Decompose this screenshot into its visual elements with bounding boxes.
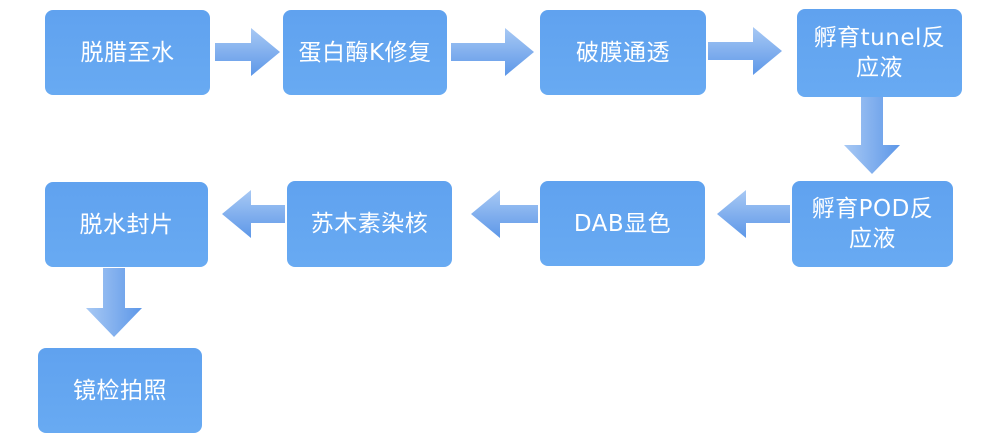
flow-step-label: 脱腊至水 (80, 39, 175, 66)
flow-step-proteinase-k: 蛋白酶K修复 (283, 10, 447, 95)
flow-step-label: 孵育POD反 应液 (811, 196, 934, 252)
arrow-left-icon (717, 190, 790, 238)
flow-step-label: 镜检拍照 (73, 377, 167, 404)
arrow-right-icon (215, 28, 280, 76)
flow-step-label: 孵育tunel反 应液 (813, 25, 946, 81)
flow-step-membrane-permeabilization: 破膜通透 (540, 10, 706, 95)
flow-step-label: 蛋白酶K修复 (298, 39, 432, 66)
arrow-right-icon (451, 28, 534, 76)
flow-step-label: 苏木素染核 (310, 211, 429, 237)
flow-step-dehydrate-mount: 脱水封片 (45, 182, 208, 267)
flow-step-microscopy-photo: 镜检拍照 (38, 348, 202, 433)
arrow-left-icon (222, 190, 285, 238)
flow-step-dab-color: DAB显色 (540, 181, 705, 266)
arrow-down-icon (844, 97, 900, 174)
arrow-down-icon (86, 268, 142, 337)
flow-step-label: 破膜通透 (576, 39, 670, 66)
flow-step-tunel-reaction: 孵育tunel反 应液 (797, 9, 962, 97)
flow-step-label: DAB显色 (573, 210, 672, 237)
arrow-right-icon (708, 27, 782, 75)
arrow-left-icon (471, 190, 538, 238)
flow-step-dewax-to-water: 脱腊至水 (45, 10, 210, 95)
flow-step-hematoxylin-counterstain: 苏木素染核 (287, 181, 452, 267)
flow-step-pod-reaction: 孵育POD反 应液 (792, 181, 953, 267)
flow-step-label: 脱水封片 (79, 211, 174, 238)
